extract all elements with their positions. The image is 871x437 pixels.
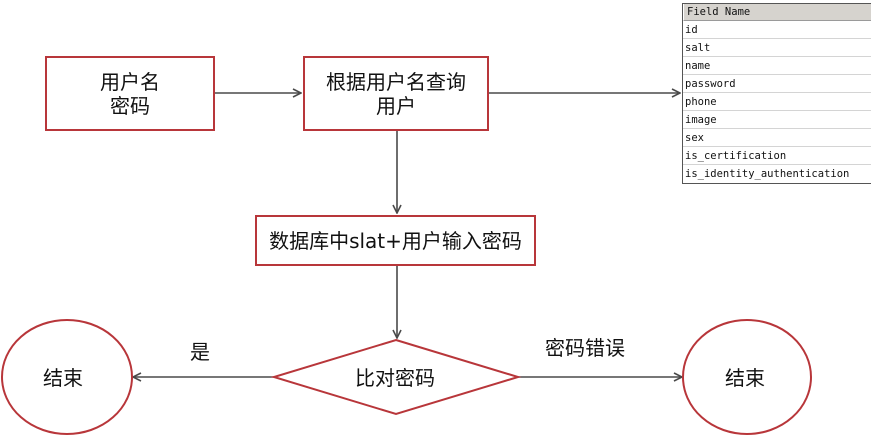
- end-left-label: 结束: [43, 366, 83, 390]
- salt-plus-password-box: 数据库中slat+用户输入密码: [255, 215, 536, 266]
- query-user-box: 根据用户名查询 用户: [303, 56, 489, 131]
- field-row-name: name: [683, 57, 871, 75]
- field-row-sex: sex: [683, 129, 871, 147]
- compare-decision-diamond: [270, 338, 522, 416]
- field-row-image: image: [683, 111, 871, 129]
- end-left-oval: [1, 319, 133, 435]
- wrong-password-edge-label: 密码错误: [545, 336, 625, 360]
- field-row-password: password: [683, 75, 871, 93]
- field-table-header: Field Name: [683, 4, 871, 21]
- username-password-box: 用户名 密码: [45, 56, 215, 131]
- end-right-label: 结束: [725, 366, 765, 390]
- field-row-id: id: [683, 21, 871, 39]
- yes-edge-label: 是: [190, 340, 210, 364]
- end-right-oval: [682, 319, 812, 435]
- field-row-phone: phone: [683, 93, 871, 111]
- field-row-is-identity-authentication: is_identity_authentication: [685, 168, 850, 180]
- field-row-is-certification: is_certification: [683, 147, 871, 165]
- compare-password-label: 比对密码: [355, 366, 435, 390]
- field-row-salt: salt: [683, 39, 871, 57]
- field-name-table: Field Name id salt name password phone i…: [682, 3, 871, 184]
